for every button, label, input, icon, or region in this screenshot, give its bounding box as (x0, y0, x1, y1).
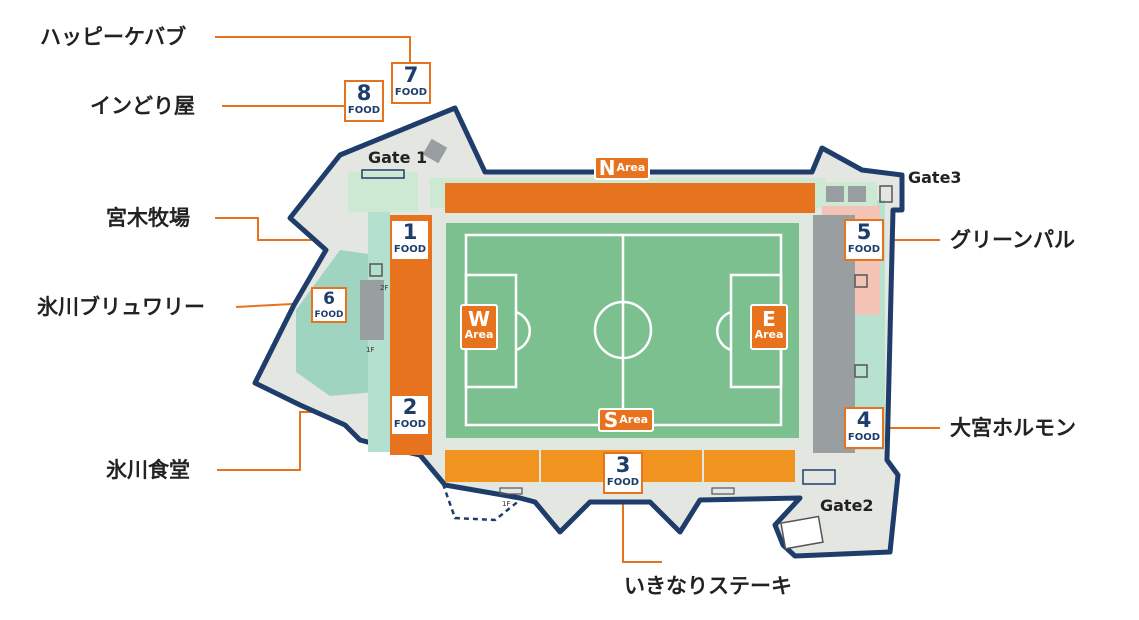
south-area-letter: S (603, 408, 619, 432)
food-number: 2 (402, 395, 418, 419)
gate1-label: Gate 1 (368, 148, 428, 167)
food-badge-7[interactable]: 7 FOOD (391, 62, 431, 104)
gate3-label: Gate3 (908, 168, 962, 187)
food-number: 1 (402, 220, 418, 244)
north-stand (445, 183, 815, 213)
stall-name-2: 氷川食堂 (106, 458, 190, 482)
food-number: 8 (356, 81, 372, 105)
building-west (360, 280, 384, 340)
west-area-marker: W Area (460, 304, 498, 350)
floor-1f-bottom-label: 1F (502, 500, 511, 508)
callout-line-3 (622, 492, 662, 563)
gate3-buildings (826, 186, 844, 202)
west-green-area (296, 250, 375, 396)
callout-lines (215, 36, 940, 563)
south-area-word: Area (619, 413, 649, 426)
food-tag: FOOD (314, 310, 344, 320)
food-tag: FOOD (606, 477, 640, 488)
stall-name-5: グリーンパル (950, 228, 1075, 252)
food-badge-6[interactable]: 6 FOOD (311, 287, 347, 323)
north-area-letter: N (598, 156, 616, 180)
floor-2f-label: 2F (380, 284, 389, 292)
food-tag: FOOD (393, 419, 427, 430)
food-number: 6 (323, 289, 335, 309)
gate2-stair (780, 515, 824, 550)
stall-name-1: 宮木牧場 (106, 206, 190, 230)
food-tag: FOOD (847, 244, 881, 255)
north-area-word: Area (616, 161, 646, 174)
food-tag: FOOD (393, 244, 427, 255)
west-area-word: Area (464, 328, 494, 341)
food-tag: FOOD (347, 105, 381, 116)
food-badge-8[interactable]: 8 FOOD (344, 80, 384, 122)
food-tag: FOOD (394, 87, 428, 98)
stall-name-8: インどり屋 (90, 94, 195, 118)
food-tag: FOOD (847, 432, 881, 443)
food-badge-4[interactable]: 4 FOOD (844, 407, 884, 449)
food-number: 5 (856, 220, 872, 244)
food-number: 7 (403, 63, 419, 87)
stair-marks (361, 169, 893, 495)
food-number: 3 (615, 453, 631, 477)
west-area-letter: W (467, 307, 491, 331)
east-area-marker: E Area (750, 304, 788, 350)
east-area-word: Area (754, 328, 784, 341)
stall-name-7: ハッピーケバブ (40, 25, 187, 49)
floor1-dashed-outline (441, 483, 521, 522)
gate2-label: Gate2 (820, 496, 874, 515)
south-area-marker: S Area (598, 408, 654, 432)
food-badge-5[interactable]: 5 FOOD (844, 219, 884, 261)
food-badge-2[interactable]: 2 FOOD (390, 394, 430, 436)
stall-name-3: いきなりステーキ (624, 574, 792, 598)
north-area-marker: N Area (594, 156, 650, 180)
floor-1f-label: 1F (366, 346, 375, 354)
callout-line-7 (215, 36, 411, 62)
stall-name-4: 大宮ホルモン (950, 416, 1076, 440)
food-number: 4 (856, 408, 872, 432)
east-area-letter: E (762, 307, 776, 331)
stall-name-6: 氷川ブリュワリー (37, 295, 205, 319)
food-badge-3[interactable]: 3 FOOD (603, 452, 643, 494)
food-badge-1[interactable]: 1 FOOD (390, 219, 430, 261)
